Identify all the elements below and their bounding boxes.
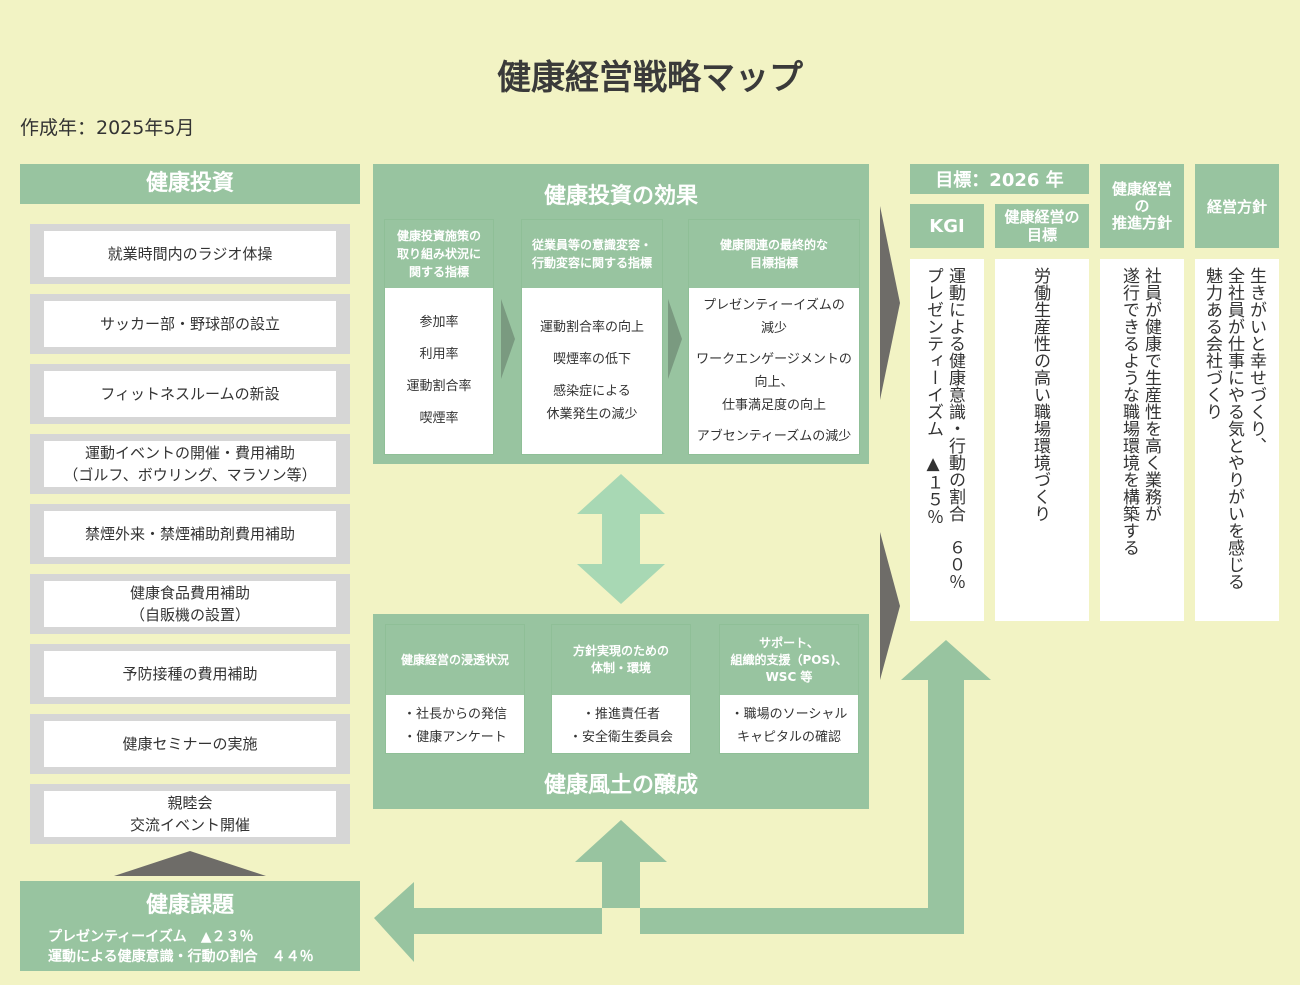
effect-card-title: 健康投資施策の 取り組み状況に 関する指標 <box>385 220 493 288</box>
effect-header: 健康投資の効果 <box>543 184 698 209</box>
effect-card-title: 従業員等の意識変容・ 行動変容に関する指標 <box>522 220 662 288</box>
culture-card-item: ・社長からの発信 <box>402 707 507 722</box>
promotion-header: 健康経営 の 推進方針 <box>1100 164 1184 248</box>
investment-item-label: 禁煙外来・禁煙補助剤費用補助 <box>44 511 336 557</box>
effect-card-item: 運動割合率の向上 <box>539 320 644 335</box>
objective-text: 労働生産性の高い職場環境づくり <box>1030 267 1050 522</box>
investment-item: 就業時間内のラジオ体操 <box>30 224 350 284</box>
effect-card-item: 喫煙率 <box>419 411 459 426</box>
effect-chevrons <box>501 299 682 379</box>
effect-card-item: プレゼンティーイズムの 減少 <box>703 298 845 336</box>
culture-card-item: ・推進責任者 <box>581 707 660 722</box>
investment-item: 運動イベントの開催・費用補助 （ゴルフ、ボウリング、マラソン等） <box>30 434 350 494</box>
culture-card-item: ・健康アンケート <box>403 730 507 745</box>
double-arrow-effect-culture <box>577 474 665 604</box>
policy-box: 生きがいと幸せづくり、 全社員が仕事にやる気とやりがいを感じる 魅力ある会社づく… <box>1195 259 1279 621</box>
culture-card-item: ・安全衛生委員会 <box>568 730 673 745</box>
right-arrow-bottom <box>880 532 900 680</box>
investment-item-label: 健康食品費用補助 （自販機の設置） <box>44 581 336 627</box>
health-issues-box: 健康課題 プレゼンティーイズム ▲２３％ 運動による健康意識・行動の割合 ４４％ <box>20 881 360 971</box>
investment-item-label: 親睦会 交流イベント開催 <box>44 791 336 837</box>
objective-box: 労働生産性の高い職場環境づくり <box>995 259 1089 621</box>
investment-item: 禁煙外来・禁煙補助剤費用補助 <box>30 504 350 564</box>
kgi-header: KGI <box>910 204 984 248</box>
investment-item-label: フィットネスルームの新設 <box>44 371 336 417</box>
culture-card-title: 健康経営の浸透状況 <box>386 625 524 695</box>
culture-header: 健康風土の醸成 <box>543 773 698 798</box>
effect-card-item: 参加率 <box>419 315 459 330</box>
issue-line: プレゼンティーイズム ▲２３％ <box>48 929 254 945</box>
culture-card-1: 健康経営の浸透状況 ・社長からの発信 ・健康アンケート <box>385 624 525 754</box>
feedback-loop-arrow <box>374 640 991 962</box>
investment-item: 健康食品費用補助 （自販機の設置） <box>30 574 350 634</box>
right-arrow-top <box>880 206 900 400</box>
effect-card-item: 利用率 <box>419 347 459 362</box>
investment-item: フィットネスルームの新設 <box>30 364 350 424</box>
effect-card-title: 健康関連の最終的な 目標指標 <box>689 220 859 288</box>
kgi-box: 運動による健康意識・行動の割合 ６０％ プレゼンティーイズム ▲１５％ <box>910 259 984 621</box>
culture-card-title: サポート、 組織的支援（POS)、 WSC 等 <box>720 625 858 695</box>
effect-card-1: 健康投資施策の 取り組み状況に 関する指標 参加率 利用率 運動割合率 喫煙率 <box>384 219 494 455</box>
effect-card-item: アブセンティーズムの減少 <box>696 429 852 444</box>
culture-card-item: ・職場のソーシャル キャピタルの確認 <box>730 707 848 745</box>
policy-text: 生きがいと幸せづくり、 全社員が仕事にやる気とやりがいを感じる 魅力ある会社づく… <box>1202 267 1266 590</box>
investment-item: 予防接種の費用補助 <box>30 644 350 704</box>
promotion-text: 社員が健康で生産性を高く業務が 遂行できるような職場環境を構築する <box>1119 267 1161 556</box>
effect-card-item: 感染症による 休業発生の減少 <box>546 384 638 422</box>
investment-item-label: 就業時間内のラジオ体操 <box>44 231 336 277</box>
investment-header: 健康投資 <box>20 164 360 204</box>
culture-card-2: 方針実現のための 体制・環境 ・推進責任者 ・安全衛生委員会 <box>551 624 691 754</box>
policy-header: 経営方針 <box>1195 164 1279 248</box>
up-arrow-issues <box>114 851 266 876</box>
culture-card-title: 方針実現のための 体制・環境 <box>552 625 690 695</box>
effect-card-item: 喫煙率の低下 <box>552 352 631 367</box>
promotion-box: 社員が健康で生産性を高く業務が 遂行できるような職場環境を構築する <box>1100 259 1184 621</box>
page-title: 健康経営戦略マップ <box>497 58 803 98</box>
issue-line: 運動による健康意識・行動の割合 ４４％ <box>48 949 314 965</box>
issues-header: 健康課題 <box>145 893 234 918</box>
kgi-text: 運動による健康意識・行動の割合 ６０％ プレゼンティーイズム ▲１５％ <box>923 267 965 590</box>
objective-header: 健康経営の 目標 <box>995 204 1089 248</box>
effect-card-item: ワークエンゲージメントの 向上、 仕事満足度の向上 <box>696 352 852 413</box>
investment-item-label: 運動イベントの開催・費用補助 （ゴルフ、ボウリング、マラソン等） <box>44 441 336 487</box>
culture-card-3: サポート、 組織的支援（POS)、 WSC 等 ・職場のソーシャル キャピタルの… <box>719 624 859 754</box>
effect-card-2: 従業員等の意識変容・ 行動変容に関する指標 運動割合率の向上 喫煙率の低下 感染… <box>521 219 663 455</box>
investment-item-label: サッカー部・野球部の設立 <box>44 301 336 347</box>
investment-item-label: 健康セミナーの実施 <box>44 721 336 767</box>
investment-item-label: 予防接種の費用補助 <box>44 651 336 697</box>
goal-header: 目標：2026 年 <box>910 164 1089 194</box>
investment-item: サッカー部・野球部の設立 <box>30 294 350 354</box>
created-date: 作成年：2025年5月 <box>20 117 195 139</box>
effect-card-3: 健康関連の最終的な 目標指標 プレゼンティーイズムの 減少 ワークエンゲージメン… <box>688 219 860 455</box>
investment-item: 親睦会 交流イベント開催 <box>30 784 350 844</box>
effect-card-item: 運動割合率 <box>406 379 472 394</box>
investment-item: 健康セミナーの実施 <box>30 714 350 774</box>
